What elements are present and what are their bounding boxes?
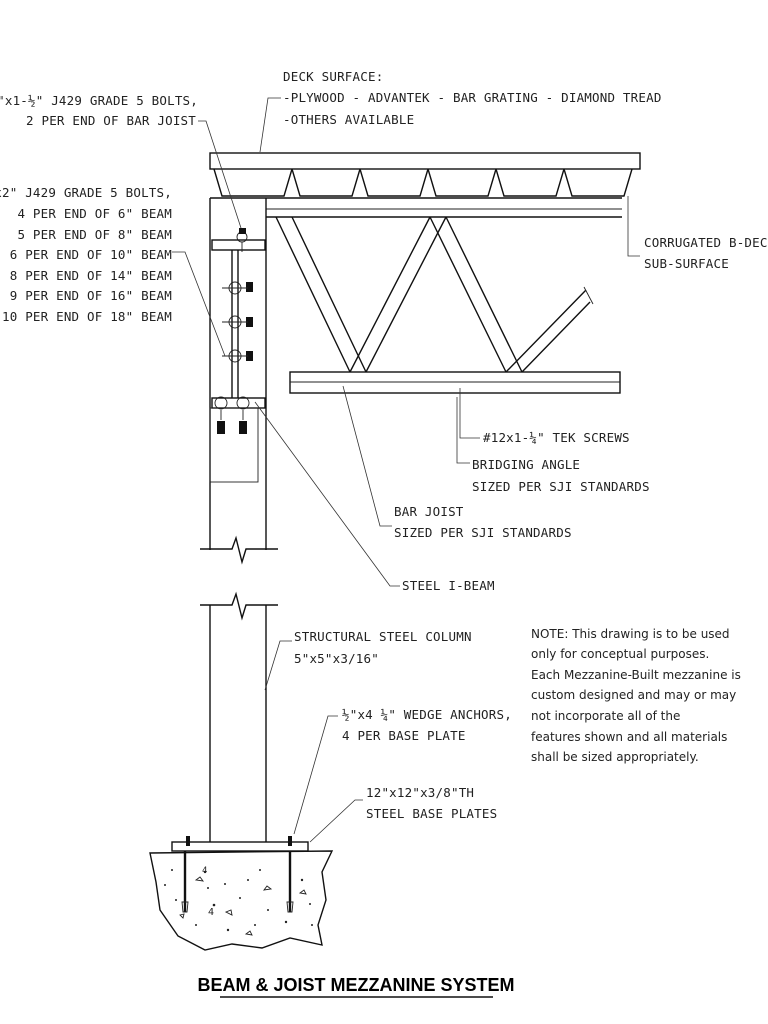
beam-bolts-line-7: 10 PER END OF 18" BEAM <box>2 309 172 324</box>
bridging-angle-line-1: BRIDGING ANGLE <box>472 457 580 472</box>
tek-screws-line-1: #12x1-¼" TEK SCREWS <box>483 430 630 445</box>
structural-steel-column <box>209 605 267 842</box>
corrugated-deck-line-1: CORRUGATED B-DECK <box>644 235 768 250</box>
bridging-angle-line-2: SIZED PER SJI STANDARDS <box>472 479 650 494</box>
base-plates-line-1: 12"x12"x3/8"TH <box>366 785 474 800</box>
base-plates-line-2: STEEL BASE PLATES <box>366 806 497 821</box>
concrete-footing: 4 4 <box>149 850 334 951</box>
joist-bolts-line-1: ½"x1-½" J429 GRADE 5 BOLTS, <box>0 93 198 108</box>
column-break-lines <box>200 535 278 621</box>
bar-joist-line-1: BAR JOIST <box>394 504 464 519</box>
note-line-2: only for conceptual purposes. <box>531 647 709 661</box>
label-deck-surface: DECK SURFACE: -PLYWOOD - ADVANTEK - BAR … <box>283 69 662 127</box>
svg-text:4: 4 <box>208 907 214 918</box>
disclaimer-note: NOTE: This drawing is to be used only fo… <box>531 627 741 764</box>
note-line-6: features shown and all materials <box>531 730 727 744</box>
corrugated-b-deck <box>213 168 633 197</box>
column-line-1: STRUCTURAL STEEL COLUMN <box>294 629 472 644</box>
note-line-4: custom designed and may or may <box>531 688 736 702</box>
deck-surface-line-3: -OTHERS AVAILABLE <box>283 112 414 127</box>
note-line-7: shall be sized appropriately. <box>531 750 699 764</box>
bar-joist-bottom-chord <box>289 371 621 394</box>
label-steel-i-beam: STEEL I-BEAM <box>402 578 495 593</box>
deck-surface <box>209 152 641 170</box>
note-line-1: NOTE: This drawing is to be used <box>531 627 730 641</box>
label-wedge-anchors: ½"x4 ¼" WEDGE ANCHORS, 4 PER BASE PLATE <box>342 707 512 743</box>
beam-bolts-line-3: 5 PER END OF 8" BEAM <box>17 227 172 242</box>
steel-i-beam-line-1: STEEL I-BEAM <box>402 578 495 593</box>
steel-base-plate <box>171 841 309 852</box>
deck-surface-line-2: -PLYWOOD - ADVANTEK - BAR GRATING - DIAM… <box>283 90 662 105</box>
drawing-title: BEAM & JOIST MEZZANINE SYSTEM <box>197 975 514 995</box>
svg-text:4: 4 <box>202 866 208 876</box>
beam-bolts-line-2: 4 PER END OF 6" BEAM <box>17 206 172 221</box>
corrugated-deck-line-2: SUB-SURFACE <box>644 256 729 271</box>
label-bar-joist: BAR JOIST SIZED PER SJI STANDARDS <box>394 504 572 540</box>
bar-joist-top-chord <box>266 197 622 218</box>
label-corrugated-deck: CORRUGATED B-DECK SUB-SURFACE <box>644 235 768 271</box>
label-tek-screws: #12x1-¼" TEK SCREWS <box>483 430 630 445</box>
bar-joist-web <box>275 216 594 373</box>
beam-bolts-line-4: 6 PER END OF 10" BEAM <box>10 247 172 262</box>
note-line-3: Each Mezzanine-Built mezzanine is <box>531 668 741 682</box>
label-joist-bolts: ½"x1-½" J429 GRADE 5 BOLTS, 2 PER END OF… <box>0 93 198 128</box>
beam-bolts-line-5: 8 PER END OF 14" BEAM <box>10 268 172 283</box>
bolts <box>214 228 253 434</box>
beam-bolts-line-6: 9 PER END OF 16" BEAM <box>10 288 172 303</box>
leader-lines <box>172 97 640 843</box>
wedge-anchors-line-2: 4 PER BASE PLATE <box>342 728 466 743</box>
label-bridging-angle: BRIDGING ANGLE SIZED PER SJI STANDARDS <box>472 457 650 494</box>
deck-surface-line-1: DECK SURFACE: <box>283 69 383 84</box>
note-line-5: not incorporate all of the <box>531 709 680 723</box>
wedge-anchors <box>181 836 294 913</box>
wedge-anchors-line-1: ½"x4 ¼" WEDGE ANCHORS, <box>342 707 512 722</box>
drawing-title-block: BEAM & JOIST MEZZANINE SYSTEM <box>197 975 515 998</box>
bar-joist-line-2: SIZED PER SJI STANDARDS <box>394 525 572 540</box>
beam-bolts-line-1: ½"x2" J429 GRADE 5 BOLTS, <box>0 185 172 200</box>
label-base-plates: 12"x12"x3/8"TH STEEL BASE PLATES <box>366 785 497 821</box>
steel-i-beam <box>209 197 267 550</box>
column-line-2: 5"x5"x3/16" <box>294 651 379 666</box>
joist-bolts-line-2: 2 PER END OF BAR JOIST <box>26 113 196 128</box>
label-column: STRUCTURAL STEEL COLUMN 5"x5"x3/16" <box>294 629 472 666</box>
label-beam-bolts: ½"x2" J429 GRADE 5 BOLTS, 4 PER END OF 6… <box>0 185 172 324</box>
